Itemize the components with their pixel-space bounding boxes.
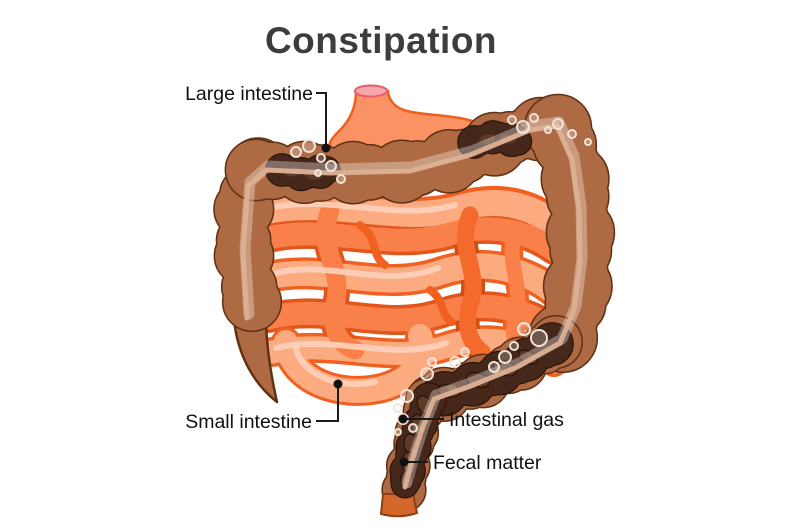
gas-bubbles [290,113,592,436]
label-dot [333,379,343,389]
annotations: Constipation Large intestine Small intes… [185,20,564,474]
annotation-small-intestine: Small intestine [185,379,343,433]
label-intestinal-gas: Intestinal gas [449,409,564,431]
page-title: Constipation [265,20,497,61]
label-large-intestine: Large intestine [185,83,313,105]
annotation-fecal-matter: Fecal matter [399,452,542,474]
annotation-intestinal-gas: Intestinal gas [398,409,564,431]
annotation-large-intestine: Large intestine [185,83,331,153]
label-dot [321,143,331,153]
label-fecal-matter: Fecal matter [433,452,542,474]
label-small-intestine: Small intestine [185,411,312,433]
taenia-stripe [239,116,588,490]
leader-line [316,92,327,146]
leader-line [316,386,339,422]
label-dot [399,457,409,467]
label-dot [398,414,408,424]
